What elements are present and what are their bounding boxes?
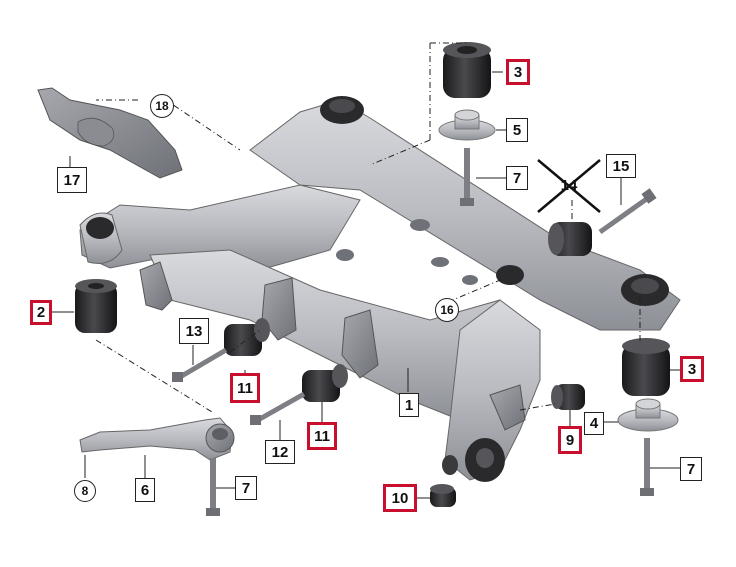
callout-3-right: 3 <box>680 356 704 382</box>
callout-7-right: 7 <box>680 457 702 481</box>
crossed-out-marker <box>537 159 601 213</box>
callout-11-right: 11 <box>307 422 337 450</box>
callout-15: 15 <box>606 154 636 178</box>
rubber-mount-3-top <box>443 42 491 98</box>
washer-5 <box>438 109 496 141</box>
callout-6: 6 <box>135 478 155 502</box>
callout-2: 2 <box>30 300 52 325</box>
callout-18: 18 <box>150 94 174 118</box>
callout-16: 16 <box>435 298 459 322</box>
trailing-link-6 <box>79 417 233 461</box>
callout-7-left: 7 <box>235 476 257 500</box>
callout-9: 9 <box>558 426 582 454</box>
rubber-mount-3-right <box>622 338 670 396</box>
bushing-14 <box>548 222 592 256</box>
bushing-11-right <box>302 364 348 402</box>
bushing-9 <box>551 384 585 410</box>
callout-17: 17 <box>57 167 87 193</box>
callout-8: 8 <box>74 480 96 502</box>
callout-3-top: 3 <box>506 59 530 85</box>
callout-5: 5 <box>506 118 528 142</box>
callout-14: 14 <box>560 176 578 194</box>
bushing-11-left <box>224 318 270 356</box>
subframe-right-arm <box>444 299 541 481</box>
callout-4: 4 <box>584 412 604 435</box>
callout-10: 10 <box>383 484 417 512</box>
callout-1: 1 <box>399 393 419 417</box>
callout-7-top: 7 <box>506 166 528 190</box>
subframe-left-rail <box>79 184 361 271</box>
rubber-mount-2 <box>75 279 117 333</box>
callout-11-left: 11 <box>230 373 260 403</box>
bushing-10 <box>430 484 456 507</box>
callout-12: 12 <box>265 440 295 464</box>
washer-4 <box>617 398 679 432</box>
callout-13: 13 <box>179 318 209 344</box>
